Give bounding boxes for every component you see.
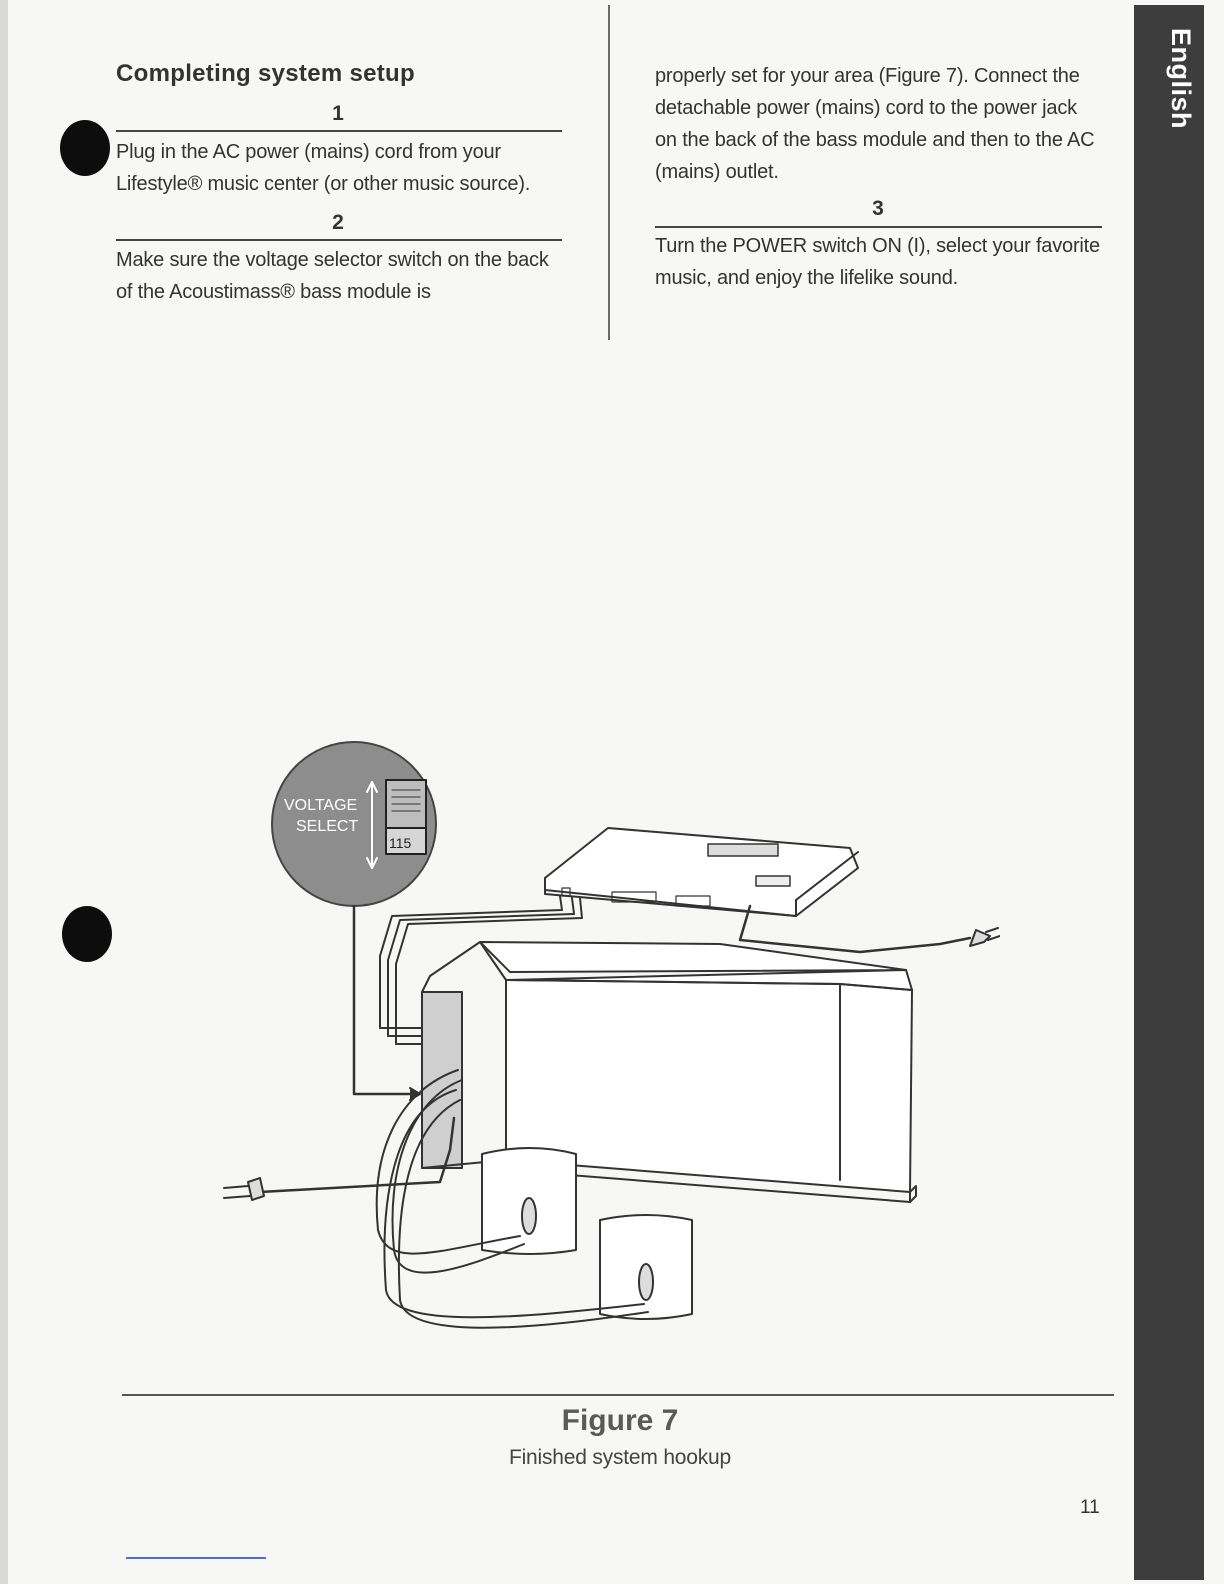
step-1-text: Plug in the AC power (mains) cord from y… [116,141,531,195]
hookup-illustration: VOLTAGE SELECT 115 [223,741,1000,1329]
voltage-value: 115 [389,835,412,851]
step-3-rule [655,226,1102,228]
punch-hole-top [60,120,110,176]
bottom-link-underline [126,1557,266,1559]
page-number: 11 [1080,1497,1100,1518]
step-2-text-part2: properly set for your area (Figure 7). C… [655,65,1095,183]
step-2-text-part1: Make sure the voltage selector switch on… [116,249,549,303]
step-1-rule [116,130,562,132]
column-divider [608,5,610,340]
music-center [544,827,859,917]
punch-hole-middle [62,906,112,962]
page-edge [0,0,8,1584]
voltage-callout-label-line2: SELECT [296,818,358,835]
language-tab-label: English [1166,28,1196,130]
step-number-3: 3 [872,197,884,220]
step-number-2: 2 [332,211,344,234]
step-3-text: Turn the POWER switch ON (I), select you… [655,235,1100,289]
voltage-callout-label-line1: VOLTAGE [284,797,357,814]
language-tab [1134,5,1204,1580]
step-2-rule [116,239,562,241]
figure-title: Figure 7 [561,1404,679,1437]
figure-caption: Finished system hookup [508,1446,732,1469]
figure-rule [122,1394,1114,1396]
bass-module-back-panel [421,991,463,1169]
step-number-1: 1 [332,102,344,125]
section-title: Completing system setup [116,60,415,87]
